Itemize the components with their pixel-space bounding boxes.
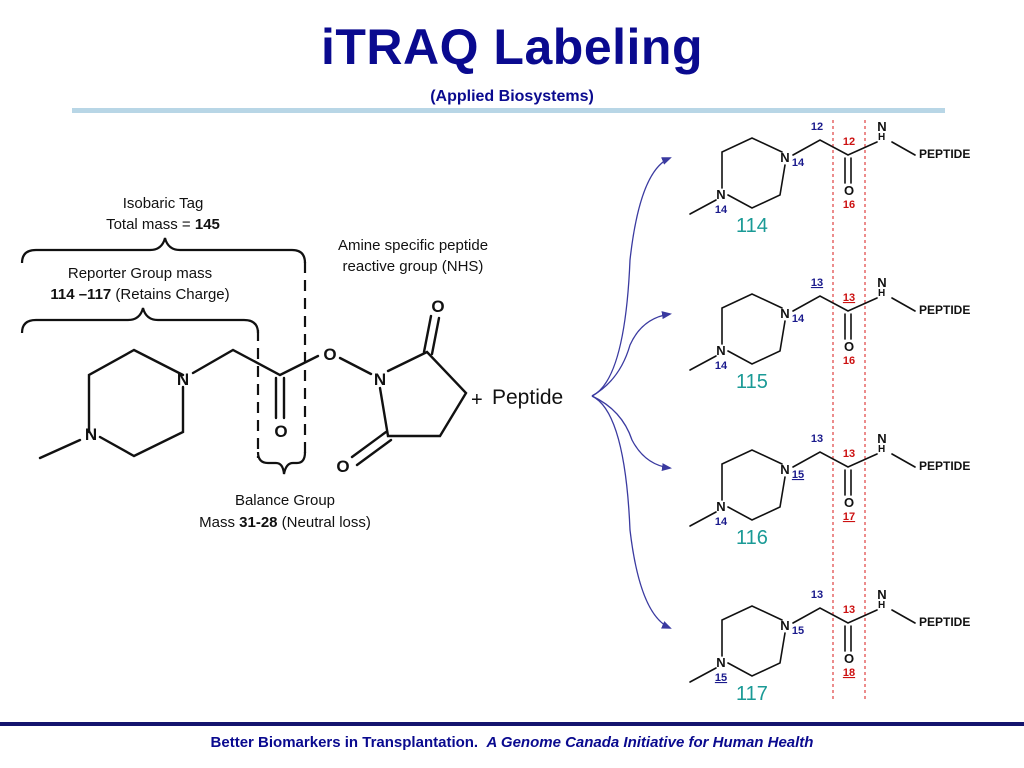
amine-label-line1: Amine specific peptide — [338, 237, 488, 254]
isotope-carbonyl: 13 — [843, 604, 855, 616]
svg-text:O: O — [844, 495, 854, 510]
svg-text:O: O — [844, 651, 854, 666]
reporter-mass-label: 114 –117 (Retains Charge) — [50, 286, 229, 303]
isotope-ring-n: 14 — [792, 157, 805, 169]
reporter-group-label: Reporter Group mass — [68, 265, 212, 282]
isotope-top: 13 — [811, 589, 823, 601]
svg-text:N: N — [780, 618, 789, 633]
reaction-arrows — [591, 157, 672, 629]
svg-text:H: H — [878, 288, 885, 299]
isotope-methyl-n: 15 — [715, 672, 727, 684]
peptide-group: PEPTIDE — [919, 147, 970, 161]
arrow-to-117 — [591, 395, 672, 629]
itraq-diagram: Isobaric Tag Total mass = 145 Reporter G… — [20, 119, 970, 705]
isotope-oxygen: 16 — [843, 355, 855, 367]
slide-subtitle: (Applied Biosystems) — [430, 88, 594, 105]
nhs-oxygen-bottom: O — [336, 457, 349, 476]
svg-text:N: N — [780, 150, 789, 165]
svg-text:N: N — [716, 187, 725, 202]
isotope-oxygen: 18 — [843, 667, 855, 679]
footer-tagline: A Genome Canada Initiative for Human Hea… — [486, 734, 814, 751]
peptide-group: PEPTIDE — [919, 615, 970, 629]
amine-group-annotation: Amine specific peptide reactive group (N… — [338, 237, 488, 275]
total-mass-label: Total mass = 145 — [106, 216, 220, 233]
isotope-carbonyl: 12 — [843, 136, 855, 148]
nhs-ring: N O O — [336, 297, 468, 476]
isotope-oxygen: 16 — [843, 199, 855, 211]
title-underline — [72, 108, 945, 113]
isotope-top: 13 — [811, 433, 823, 445]
isotope-ring-n: 15 — [792, 625, 804, 637]
svg-text:N: N — [716, 343, 725, 358]
svg-text:N: N — [877, 431, 886, 446]
reagent-116: N N O N H PEPTIDE 13 13 15 14 17 116 — [689, 431, 970, 549]
nhs-nitrogen: N — [374, 370, 386, 389]
balance-group-annotation: Balance Group Mass 31-28 (Neutral loss) — [199, 451, 371, 531]
isotope-oxygen: 17 — [843, 511, 855, 523]
isotope-methyl-n: 14 — [715, 360, 728, 372]
isobaric-tag-brace — [20, 237, 307, 264]
reporter-mass-114: 114 — [736, 215, 768, 237]
reagent-117: N N O N H PEPTIDE 13 13 15 15 18 117 — [689, 587, 970, 705]
svg-text:N: N — [780, 462, 789, 477]
reporter-mass-115: 115 — [736, 371, 768, 393]
svg-text:O: O — [844, 183, 854, 198]
balance-mass-label: Mass 31-28 (Neutral loss) — [199, 514, 371, 531]
reporter-mass-117: 117 — [736, 683, 768, 705]
arrow-to-114 — [591, 157, 672, 397]
reporter-mass-116: 116 — [736, 527, 768, 549]
footer: Better Biomarkers in Transplantation. A … — [0, 734, 1024, 751]
footer-rule — [0, 722, 1024, 726]
peptide-label: Peptide — [492, 386, 563, 409]
isotope-top: 13 — [811, 277, 823, 289]
footer-text: Better Biomarkers in Transplantation. — [210, 734, 479, 751]
reporter-group-annotation: Reporter Group mass 114 –117 (Retains Ch… — [20, 265, 260, 334]
isotope-top: 12 — [811, 121, 823, 133]
svg-text:N: N — [877, 587, 886, 602]
balance-group-label: Balance Group — [235, 492, 335, 509]
isotope-methyl-n: 14 — [715, 204, 728, 216]
arrow-to-116 — [591, 395, 672, 472]
svg-text:H: H — [878, 444, 885, 455]
peptide-group: PEPTIDE — [919, 459, 970, 473]
isobaric-tag-annotation: Isobaric Tag Total mass = 145 — [20, 195, 307, 264]
svg-text:N: N — [877, 275, 886, 290]
balance-carbonyl: O O — [191, 345, 337, 441]
ester-oxygen: O — [323, 345, 336, 364]
nhs-oxygen-top: O — [431, 297, 444, 316]
isotope-ring-n: 15 — [792, 469, 804, 481]
reagent-115: N N O N H PEPTIDE 13 13 14 14 16 115 — [689, 275, 970, 393]
methyl-nitrogen: N — [85, 425, 97, 444]
svg-text:H: H — [878, 132, 885, 143]
svg-text:O: O — [844, 339, 854, 354]
piperazine-ring: N N — [38, 348, 189, 460]
carbonyl-oxygen: O — [274, 422, 287, 441]
peptide-group: PEPTIDE — [919, 303, 970, 317]
balance-group-brace — [256, 451, 307, 475]
isobaric-tag-label: Isobaric Tag — [123, 195, 204, 212]
reporter-group-brace — [20, 307, 260, 334]
ring-nitrogen: N — [177, 370, 189, 389]
slide-title: iTRAQ Labeling — [321, 19, 703, 75]
isotope-carbonyl: 13 — [843, 292, 855, 304]
svg-text:N: N — [877, 119, 886, 134]
reagent-114: N N O N H PEPTIDE 12 12 14 14 16 114 — [689, 119, 970, 237]
svg-text:N: N — [780, 306, 789, 321]
isotope-ring-n: 14 — [792, 313, 805, 325]
isotope-carbonyl: 13 — [843, 448, 855, 460]
svg-text:N: N — [716, 499, 725, 514]
plus-sign: + — [471, 389, 483, 411]
isotope-methyl-n: 14 — [715, 516, 728, 528]
svg-text:H: H — [878, 600, 885, 611]
svg-text:N: N — [716, 655, 725, 670]
amine-label-line2: reactive group (NHS) — [343, 258, 484, 275]
arrow-to-115 — [591, 311, 672, 397]
